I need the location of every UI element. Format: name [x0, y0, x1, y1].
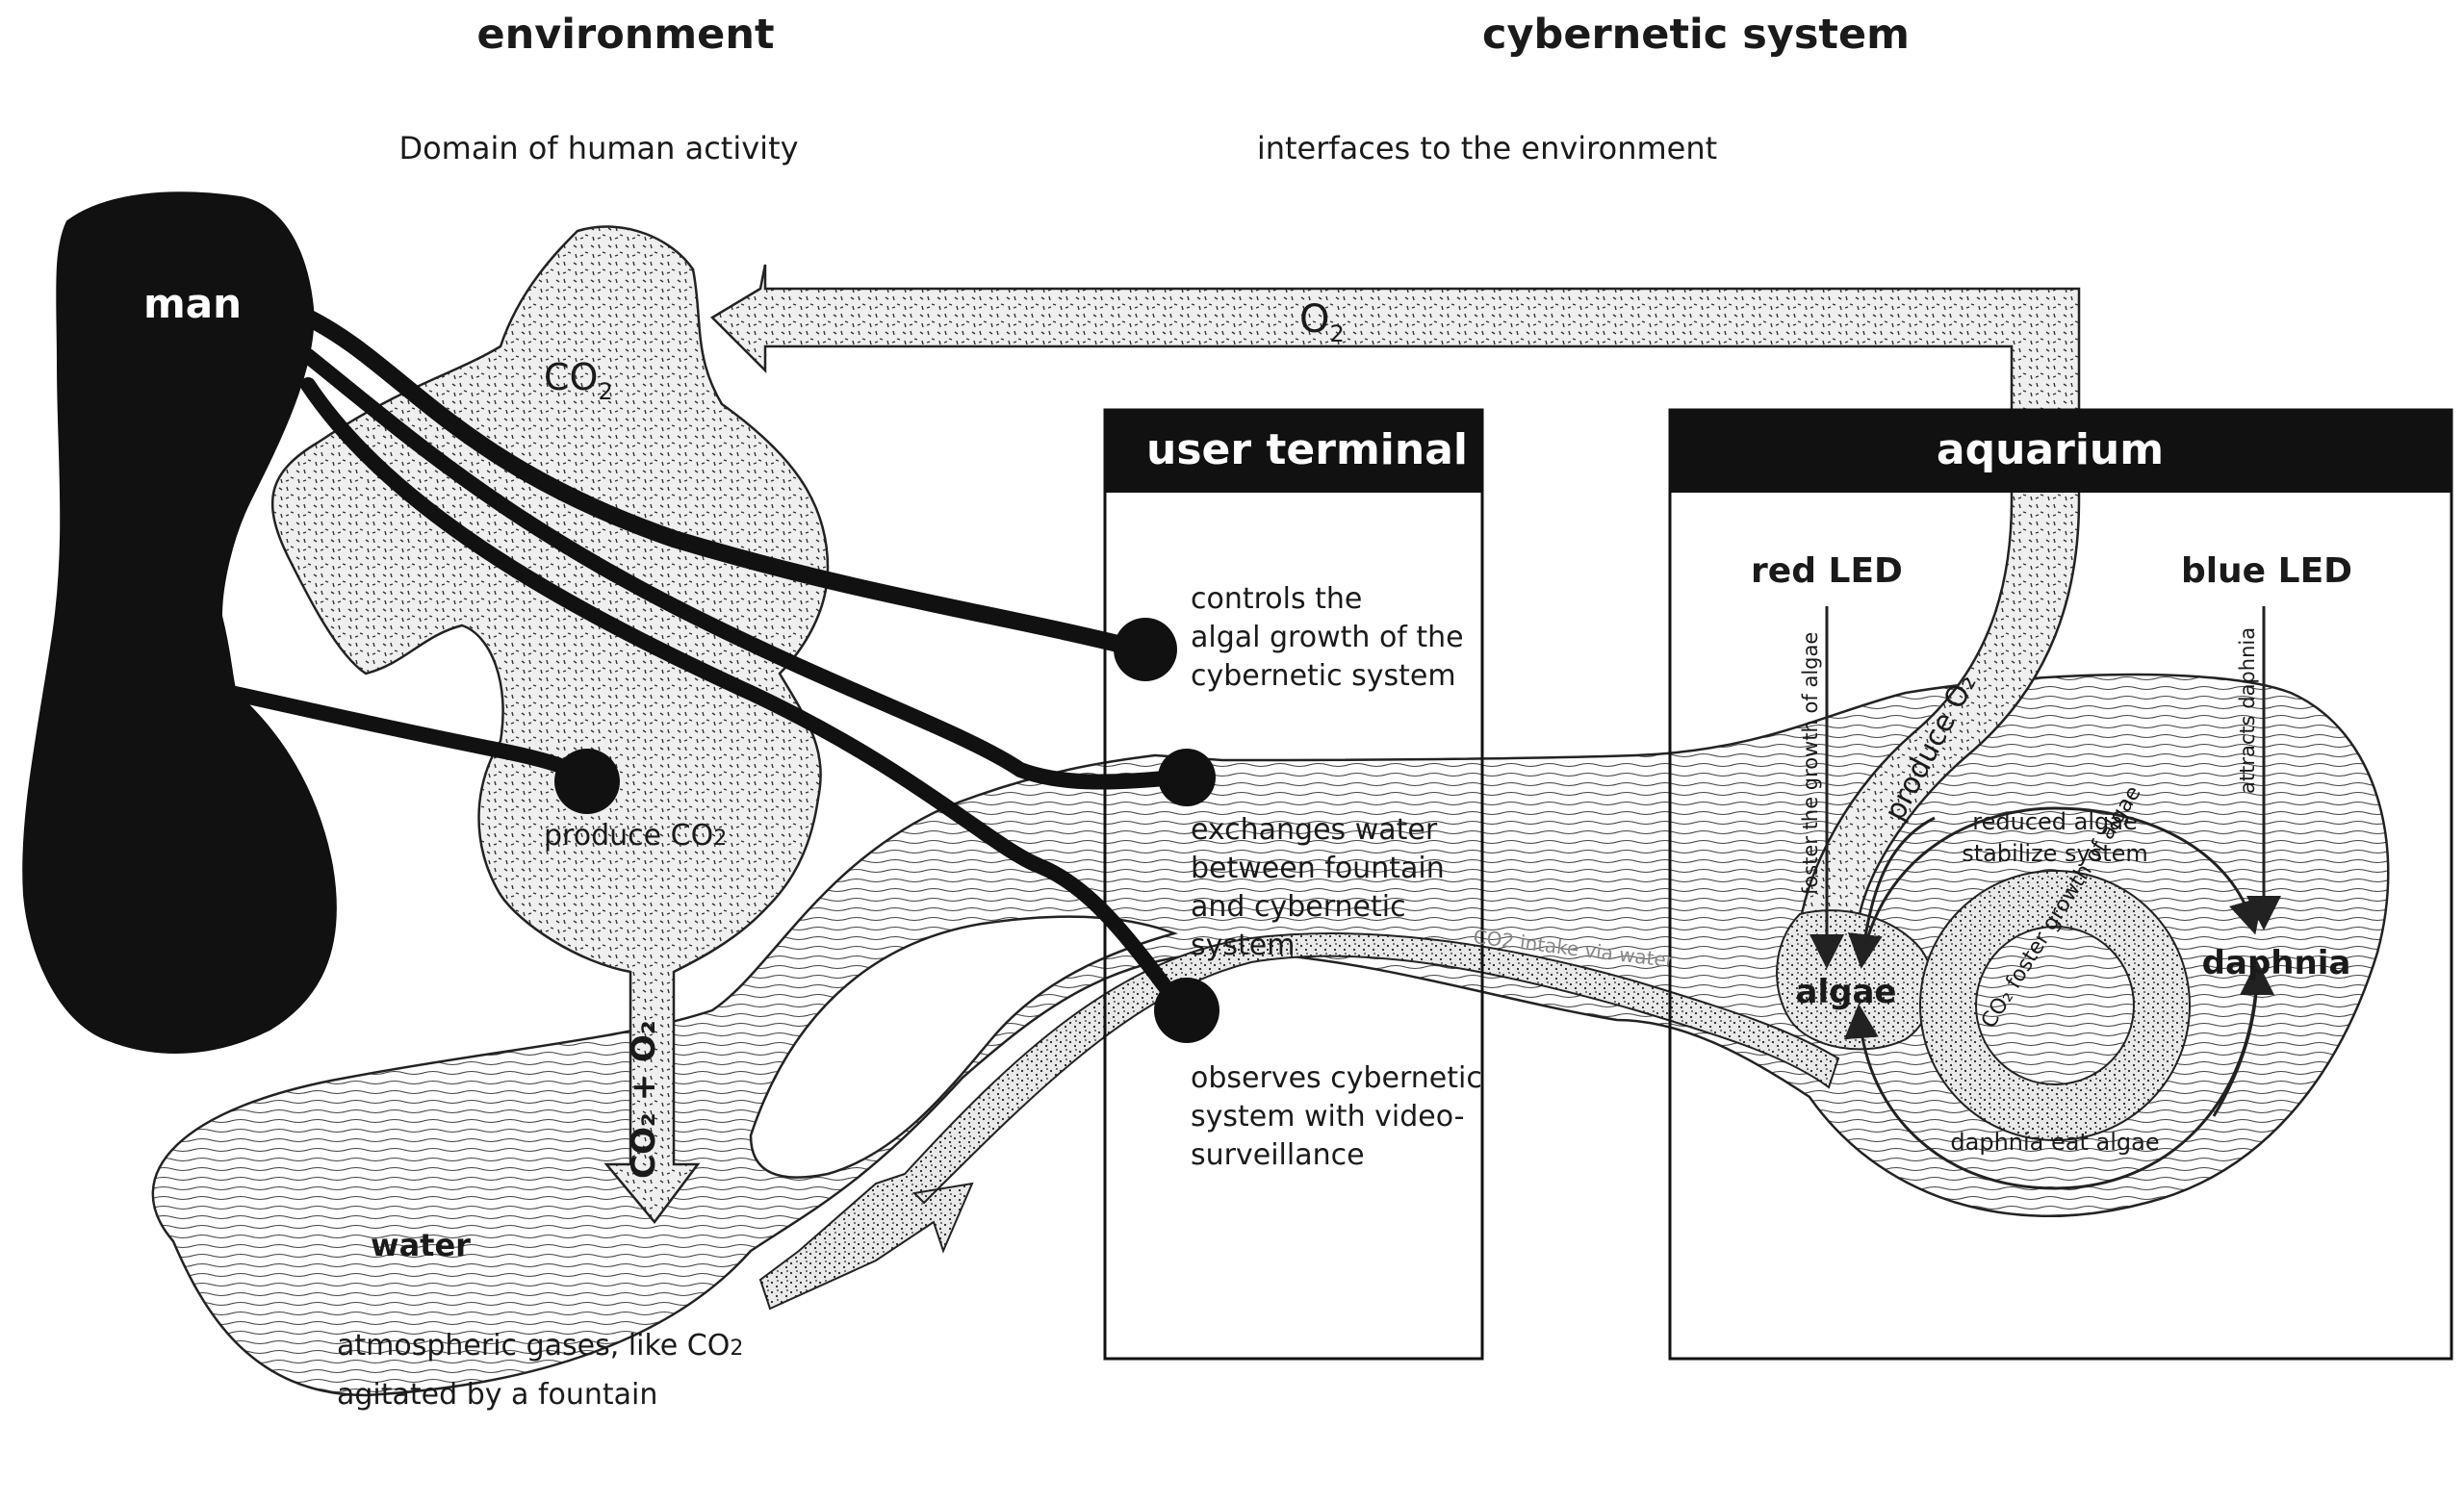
header-cybernetic: cybernetic system — [1482, 11, 1910, 59]
endpoint-produce — [554, 749, 620, 814]
endpoint-observes — [1154, 978, 1219, 1043]
user-terminal-header — [1105, 410, 1482, 493]
arc-reduced-algae-back — [1847, 816, 1936, 969]
label-atmospheric-sub: 2 — [730, 1337, 743, 1361]
label-atmospheric-main: atmospheric gases, like CO — [337, 1329, 730, 1363]
co2-ring-inner — [1975, 926, 2135, 1085]
label-water: water — [371, 1227, 471, 1263]
endpoint-exchanges — [1158, 749, 1216, 806]
wire-observes — [300, 377, 1187, 1013]
ut-controls-3: cybernetic system — [1191, 659, 1456, 693]
label-produce-co2-sub: 2 — [713, 827, 727, 851]
subheader-domain: Domain of human activity — [398, 130, 798, 166]
ut-exchanges-3: and cybernetic — [1191, 890, 1406, 924]
ut-exchanges-4: system — [1191, 929, 1295, 962]
label-co2-o2-arrow: CO₂ + O₂ — [625, 1020, 663, 1179]
label-attracts-daphnia: attracts daphnia — [2236, 627, 2259, 794]
label-daphnia-eat: daphnia eat algae — [1950, 1129, 2159, 1156]
label-o2-arrow: O2 — [1299, 297, 1345, 347]
water-loop-cut — [749, 915, 1178, 1179]
label-produce-co2-main: produce CO — [544, 819, 713, 853]
man-silhouette — [22, 191, 337, 1054]
label-daphnia: daphnia — [2202, 944, 2351, 982]
label-blue-led: blue LED — [2181, 551, 2352, 591]
aquarium-header — [1670, 410, 2451, 493]
ut-exchanges-2: between fountain — [1191, 852, 1445, 885]
label-o2-sub: 2 — [1329, 320, 1344, 347]
label-produce-co2: produce CO2 — [544, 819, 727, 853]
arc-reduced-algae — [1861, 806, 2263, 958]
label-co2-cloud-main: CO — [544, 356, 598, 398]
user-terminal-title: user terminal — [1146, 425, 1468, 474]
label-red-led: red LED — [1751, 551, 1903, 591]
wire-exchanges — [300, 348, 1182, 790]
endpoint-controls — [1114, 618, 1177, 681]
subheader-interfaces: interfaces to the environment — [1257, 130, 1717, 166]
ut-observes-1: observes cybernetic — [1191, 1061, 1482, 1095]
ut-exchanges-1: exchanges water — [1191, 813, 1438, 847]
co2-cloud — [270, 225, 830, 1225]
label-man: man — [143, 280, 242, 327]
label-co2-cloud-sub: 2 — [598, 378, 612, 405]
aquarium-title: aquarium — [1937, 425, 2164, 474]
ut-observes-2: system with video- — [1191, 1100, 1465, 1134]
arc-daphnia-eat-back — [2212, 960, 2274, 1117]
label-co2-cloud: CO2 — [544, 356, 613, 405]
label-foster-growth: foster the growth of algae — [1799, 632, 1822, 895]
label-atmospheric-1: atmospheric gases, like CO2 — [337, 1329, 743, 1363]
label-algae: algae — [1796, 973, 1897, 1011]
wire-controls — [299, 309, 1149, 658]
ut-observes-3: surveillance — [1191, 1138, 1365, 1172]
ut-controls-1: controls the — [1191, 582, 1362, 616]
label-o2-main: O — [1299, 297, 1329, 342]
ut-controls-2: algal growth of the — [1191, 621, 1464, 654]
label-atmospheric-2: agitated by a fountain — [337, 1378, 657, 1412]
arc-daphnia-eat — [1843, 971, 2259, 1190]
label-reduced-algae-2: stabilize system — [1962, 840, 2148, 867]
header-environment: environment — [476, 11, 774, 59]
